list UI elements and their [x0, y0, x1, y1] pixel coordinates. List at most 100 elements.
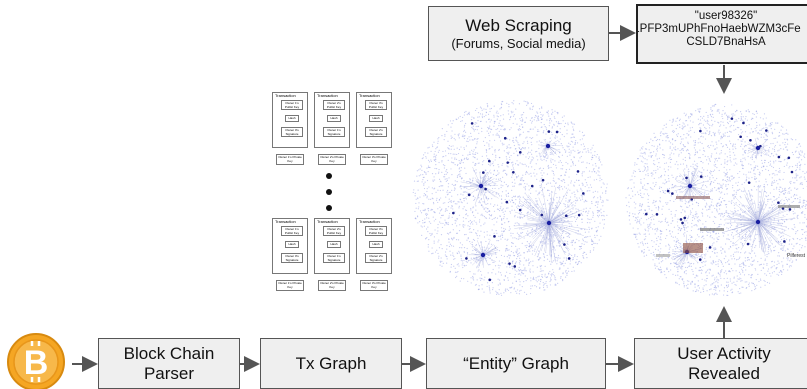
graph-node	[702, 287, 704, 289]
graph-node	[740, 117, 742, 119]
parser-label-line2: Parser	[143, 363, 195, 383]
graph-node	[644, 228, 646, 230]
graph-node	[769, 155, 771, 158]
graph-node	[684, 146, 686, 148]
graph-node	[597, 216, 600, 218]
graph-node	[782, 178, 784, 180]
graph-node	[662, 139, 664, 142]
graph-node	[780, 248, 782, 250]
hash-box: Hash	[327, 241, 341, 248]
graph-node	[502, 208, 504, 210]
graph-node	[531, 153, 533, 155]
graph-node	[679, 123, 681, 126]
graph-node	[502, 129, 505, 131]
graph-node	[570, 159, 572, 161]
graph-node	[643, 251, 645, 253]
graph-node	[794, 177, 796, 179]
graph-node	[755, 116, 757, 118]
graph-node	[687, 283, 689, 286]
graph-node	[492, 134, 494, 136]
graph-node	[599, 161, 602, 163]
graph-node	[701, 117, 704, 119]
graph-node	[697, 275, 699, 277]
graph-node	[599, 180, 601, 182]
graph-node	[784, 250, 786, 252]
owner-public-key: Owner 1's Public Key	[281, 100, 303, 110]
graph-node	[716, 208, 718, 210]
graph-node	[453, 236, 455, 239]
graph-node	[659, 197, 661, 199]
graph-node	[719, 213, 721, 215]
graph-node	[520, 274, 522, 276]
graph-node	[655, 169, 657, 172]
graph-node	[699, 157, 701, 159]
graph-node	[772, 166, 775, 169]
graph-node	[691, 226, 693, 228]
graph-node	[446, 209, 448, 212]
graph-node	[704, 191, 706, 193]
graph-node	[795, 173, 797, 175]
graph-node	[675, 248, 677, 250]
graph-node	[442, 164, 445, 166]
graph-node	[679, 118, 681, 120]
graph-node	[675, 245, 678, 247]
graph-node	[490, 119, 492, 121]
graph-node	[707, 156, 709, 158]
graph-node	[497, 284, 499, 286]
graph-node	[416, 180, 418, 182]
graph-node	[671, 183, 674, 186]
graph-node	[679, 191, 681, 193]
graph-node	[752, 263, 754, 266]
graph-node	[593, 242, 595, 244]
graph-node	[681, 149, 683, 151]
graph-node	[728, 259, 730, 261]
graph-node	[654, 255, 656, 257]
graph-node	[684, 168, 686, 170]
graph-node	[591, 200, 593, 203]
graph-node	[672, 236, 674, 238]
graph-node	[784, 144, 786, 146]
graph-node	[685, 201, 687, 203]
graph-node	[769, 125, 772, 127]
graph-node	[662, 189, 664, 192]
graph-node	[797, 230, 799, 232]
graph-node	[750, 239, 752, 241]
graph-node	[660, 176, 662, 178]
graph-node	[708, 146, 710, 149]
graph-node	[578, 261, 580, 263]
graph-node	[653, 223, 655, 225]
graph-node	[452, 208, 454, 210]
graph-node	[801, 151, 803, 154]
graph-node	[702, 231, 704, 233]
ellipsis-dot	[326, 205, 332, 211]
graph-node	[774, 144, 777, 147]
graph-node	[687, 124, 689, 126]
graph-node	[715, 204, 717, 206]
graph-node	[785, 198, 788, 201]
graph-node	[521, 163, 523, 165]
graph-node	[654, 164, 656, 166]
graph-node	[710, 204, 712, 206]
graph-node	[536, 178, 538, 180]
graph-node	[694, 284, 696, 286]
graph-node	[539, 212, 541, 214]
graph-node	[661, 213, 663, 215]
graph-node	[548, 194, 550, 197]
graph-node	[726, 277, 728, 279]
graph-node	[768, 282, 771, 284]
graph-node	[796, 156, 798, 159]
graph-node	[799, 169, 801, 171]
graph-node	[640, 192, 642, 194]
graph-node	[647, 201, 649, 204]
graph-node	[699, 127, 701, 129]
graph-node	[653, 160, 655, 162]
graph-node	[674, 236, 677, 238]
graph-node	[716, 280, 718, 282]
graph-node	[632, 172, 634, 174]
graph-node	[779, 236, 782, 238]
graph-node	[777, 223, 779, 225]
graph-node	[792, 153, 794, 156]
graph-node	[483, 115, 485, 118]
graph-node	[458, 201, 460, 203]
